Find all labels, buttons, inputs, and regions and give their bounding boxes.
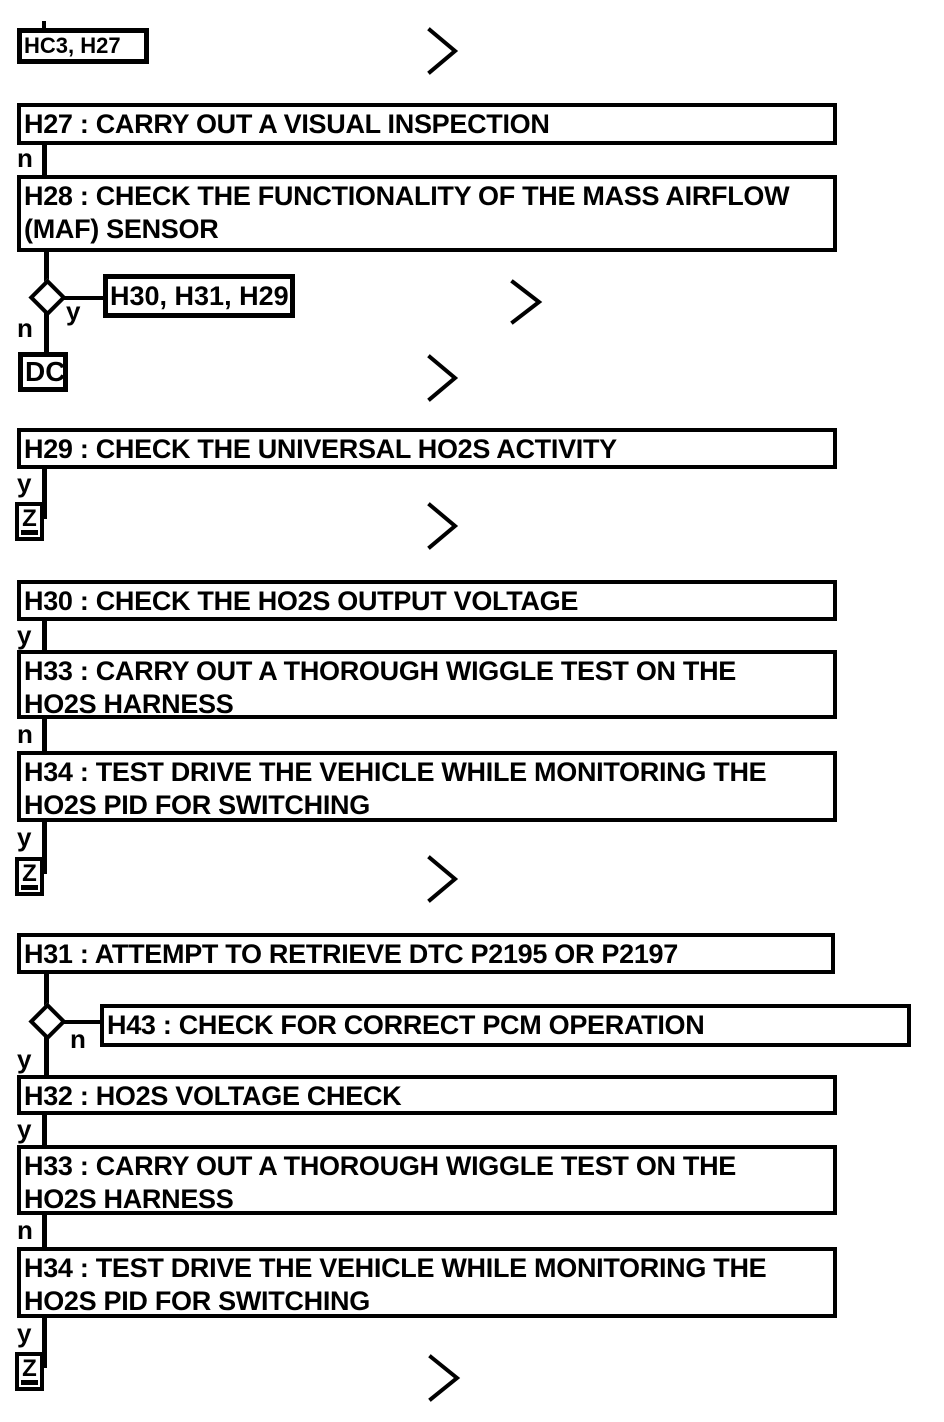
connector-line <box>42 719 47 751</box>
z-connector-label: Z <box>21 862 38 890</box>
branch-label-y: y <box>17 822 32 852</box>
reference-label: HC3, H27 <box>24 33 121 58</box>
step-box-h33: H33 : CARRY OUT A THOROUGH WIGGLE TEST O… <box>17 1145 837 1215</box>
step-box-h28: H28 : CHECK THE FUNCTIONALITY OF THE MAS… <box>17 175 837 252</box>
connector-line <box>42 1318 47 1368</box>
step-box-h32: H32 : HO2S VOLTAGE CHECK <box>17 1075 837 1115</box>
decision-diamond <box>28 1002 67 1041</box>
z-connector[interactable]: Z <box>15 857 44 896</box>
branch-label-y: y <box>17 1114 32 1144</box>
connector-line <box>42 21 46 30</box>
branch-label-y: y <box>66 296 81 326</box>
decision-diamond <box>28 278 67 317</box>
connector-line <box>64 296 104 300</box>
step-box-h43: H43 : CHECK FOR CORRECT PCM OPERATION <box>100 1004 911 1047</box>
reference-label: DC <box>25 356 66 387</box>
step-box-h34: H34 : TEST DRIVE THE VEHICLE WHILE MONIT… <box>17 1247 837 1318</box>
branch-label-y: y <box>17 468 32 498</box>
connector-line <box>64 1020 100 1024</box>
step-box-h34: H34 : TEST DRIVE THE VEHICLE WHILE MONIT… <box>17 751 837 822</box>
connector-line <box>42 145 47 175</box>
connector-line <box>42 621 47 650</box>
step-box-h33: H33 : CARRY OUT A THOROUGH WIGGLE TEST O… <box>17 650 837 719</box>
reference-label: H30, H31, H29 <box>110 280 289 311</box>
branch-label-y: y <box>17 1318 32 1348</box>
connector-line <box>44 252 49 282</box>
next-page-chevron-icon[interactable] <box>426 1352 464 1404</box>
next-page-chevron-icon[interactable] <box>425 25 461 77</box>
step-box-h30: H30 : CHECK THE HO2S OUTPUT VOLTAGE <box>17 580 837 621</box>
connector-line <box>44 312 49 352</box>
reference-box-dc[interactable]: DC <box>18 352 68 392</box>
z-connector-label: Z <box>21 1357 38 1385</box>
branch-label-n: n <box>17 313 33 343</box>
connector-line <box>42 822 47 874</box>
connector-line <box>44 974 49 1006</box>
connector-line <box>42 1115 47 1145</box>
connector-line <box>44 1036 49 1075</box>
next-page-chevron-icon[interactable] <box>425 500 461 552</box>
branch-label-n: n <box>17 719 33 749</box>
branch-label-y: y <box>17 1044 32 1074</box>
reference-box-hc3-h27[interactable]: HC3, H27 <box>17 28 149 64</box>
branch-label-n: n <box>70 1024 86 1054</box>
z-connector[interactable]: Z <box>15 1352 44 1391</box>
next-page-chevron-icon[interactable] <box>425 853 461 905</box>
z-connector-label: Z <box>21 507 38 535</box>
branch-label-n: n <box>17 143 33 173</box>
branch-label-y: y <box>17 620 32 650</box>
z-connector[interactable]: Z <box>15 502 44 541</box>
connector-line <box>42 1215 47 1247</box>
next-page-chevron-icon[interactable] <box>425 352 461 404</box>
connector-line <box>42 469 47 519</box>
step-box-h31: H31 : ATTEMPT TO RETRIEVE DTC P2195 OR P… <box>17 933 835 974</box>
step-box-h29: H29 : CHECK THE UNIVERSAL HO2S ACTIVITY <box>17 428 837 469</box>
reference-box-h30-h31-h29[interactable]: H30, H31, H29 <box>103 274 295 318</box>
step-box-h27: H27 : CARRY OUT A VISUAL INSPECTION <box>17 103 837 145</box>
next-page-chevron-icon[interactable] <box>508 277 546 327</box>
branch-label-n: n <box>17 1215 33 1245</box>
